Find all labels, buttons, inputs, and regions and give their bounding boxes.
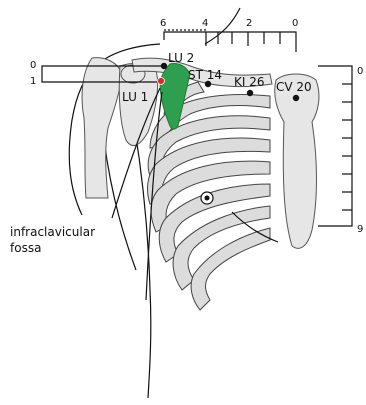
lu2-label: LU 2 — [168, 51, 194, 65]
right-scale-frame — [318, 66, 352, 226]
right-tick-0: 0 — [357, 66, 363, 77]
right-scale — [318, 66, 352, 226]
left-tick-1: 1 — [30, 76, 36, 87]
cv20-label: CV 20 — [276, 80, 312, 94]
annotation-line-1: infraclavicular — [10, 225, 95, 239]
humerus — [82, 58, 122, 198]
top-scale — [164, 30, 296, 52]
st14-label: ST 14 — [188, 68, 222, 82]
top-tick-6: 6 — [160, 18, 166, 29]
right-tick-9: 9 — [357, 224, 363, 235]
cv20-point-marker — [293, 95, 299, 101]
ki26-label: KI 26 — [234, 75, 265, 89]
top-tick-2: 2 — [246, 18, 252, 29]
left-tick-0: 0 — [30, 60, 36, 71]
top-tick-4: 4 — [202, 18, 208, 29]
annotation-line-2: fossa — [10, 241, 41, 255]
top-tick-0: 0 — [292, 18, 298, 29]
lu1-label: LU 1 — [122, 90, 148, 104]
top-scale-frame — [164, 32, 296, 52]
lu2-point-marker — [161, 63, 167, 69]
ki26-point-marker — [247, 90, 253, 96]
nipple-marker — [201, 192, 213, 204]
lu1-point-marker — [158, 78, 165, 85]
body-outline-right — [205, 8, 240, 44]
